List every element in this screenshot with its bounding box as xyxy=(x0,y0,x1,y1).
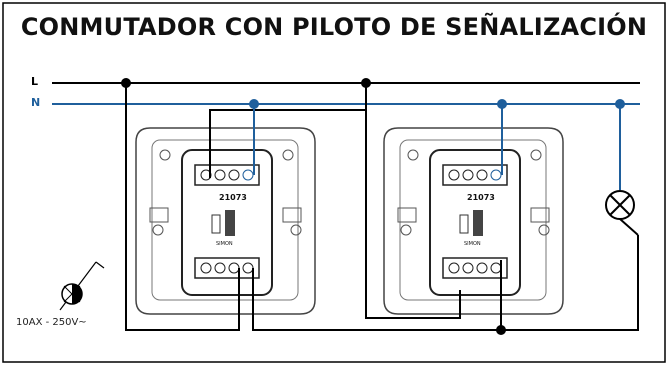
rocker-contact xyxy=(473,210,483,236)
switch-pilot-symbol-icon xyxy=(59,261,105,311)
screw-icon xyxy=(538,224,550,236)
bottom-terminal-block xyxy=(194,257,260,279)
terminal-icon xyxy=(490,262,502,274)
terminal-icon xyxy=(214,169,226,181)
top-terminal-block xyxy=(442,164,508,186)
terminal-icon xyxy=(448,169,460,181)
mounting-plate-inner xyxy=(151,139,299,301)
rocker-contact xyxy=(225,210,235,236)
bottom-terminal-block xyxy=(442,257,508,279)
return-to-lamp xyxy=(252,235,639,331)
lamp-icon xyxy=(605,190,639,236)
switch-device-1: 21073 SIMON xyxy=(135,127,316,315)
model-label: 21073 xyxy=(467,193,495,202)
terminal-icon xyxy=(462,262,474,274)
screw-icon xyxy=(290,224,302,236)
screw-icon xyxy=(282,149,294,161)
terminal-icon xyxy=(462,169,474,181)
rating-label: 10AX - 250V~ xyxy=(16,317,87,328)
junction-dot xyxy=(615,99,625,109)
junction-dot xyxy=(249,99,259,109)
screw-icon xyxy=(407,149,419,161)
diagram-title: CONMUTADOR CON PILOTO DE SEÑALIZACIÓN xyxy=(20,13,648,41)
brand-label: SIMON xyxy=(216,241,233,247)
live-line-label: L xyxy=(31,75,39,88)
switch-device-2: 21073 SIMON xyxy=(383,127,564,315)
live-cross-link xyxy=(209,83,367,120)
terminal-icon xyxy=(228,169,240,181)
terminal-icon xyxy=(448,262,460,274)
junction-dot xyxy=(496,325,506,335)
terminal-icon xyxy=(200,262,212,274)
terminal-icon xyxy=(490,169,502,181)
terminal-icon xyxy=(242,169,254,181)
model-label: 21073 xyxy=(219,193,247,202)
live-to-device-2 xyxy=(365,83,461,319)
terminal-icon xyxy=(476,262,488,274)
screw-icon xyxy=(152,224,164,236)
brand-label: SIMON xyxy=(464,241,481,247)
side-clip-icon xyxy=(149,207,169,223)
switch-contact xyxy=(211,214,221,234)
terminal-icon xyxy=(242,262,254,274)
side-clip-icon xyxy=(397,207,417,223)
switch-contact xyxy=(459,214,469,234)
terminal-icon xyxy=(476,169,488,181)
junction-dot xyxy=(121,78,131,88)
terminal-icon xyxy=(214,262,226,274)
terminal-icon xyxy=(228,262,240,274)
mounting-plate-inner xyxy=(399,139,547,301)
side-clip-icon xyxy=(282,207,302,223)
side-clip-icon xyxy=(530,207,550,223)
neutral-line-label: N xyxy=(31,96,41,109)
live-wiring xyxy=(125,83,639,331)
screw-icon xyxy=(530,149,542,161)
screw-icon xyxy=(400,224,412,236)
screw-icon xyxy=(159,149,171,161)
live-drop-left xyxy=(125,83,240,331)
junction-dot xyxy=(497,99,507,109)
neutral-wiring xyxy=(253,104,621,190)
junction-dot xyxy=(361,78,371,88)
